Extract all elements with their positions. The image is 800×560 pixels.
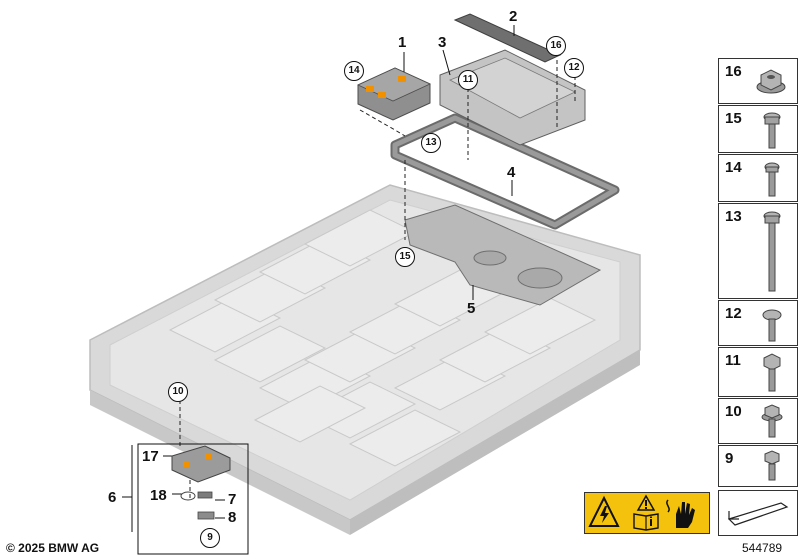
callout-18: 18 xyxy=(150,487,167,504)
circled-callout-13: 13 xyxy=(421,133,441,153)
wedge-symbol-icon xyxy=(727,502,789,526)
fastener-cell-11: 11 xyxy=(718,347,798,397)
control-unit xyxy=(357,67,431,121)
fastener-label-11: 11 xyxy=(725,352,741,369)
circled-callout-16: 16 xyxy=(546,36,566,56)
circled-callout-9: 9 xyxy=(200,528,220,548)
assembly-lines xyxy=(179,60,576,498)
callout-6: 6 xyxy=(108,489,117,506)
electric-hazard-icon xyxy=(588,495,620,527)
circled-callout-14: 14 xyxy=(344,61,364,81)
document-number: 544789 xyxy=(742,541,783,555)
copyright-notice: © 2025 BMW AG xyxy=(6,541,100,555)
fastener-cell-9: 9 xyxy=(718,445,798,487)
flange-nut-icon xyxy=(756,69,786,94)
callout-4: 4 xyxy=(507,164,516,181)
circled-callout-12: 12 xyxy=(564,58,584,78)
fastener-label-14: 14 xyxy=(725,159,742,176)
warning-triangle-icon xyxy=(636,494,656,511)
flange-bolt-icon xyxy=(761,404,783,438)
callout-5: 5 xyxy=(467,300,476,317)
electronics-tray xyxy=(439,49,586,146)
hex-bolt-icon xyxy=(763,353,781,392)
cell-modules xyxy=(168,209,597,467)
detail-box-item-6 xyxy=(137,443,249,555)
fastener-cell-10: 10 xyxy=(718,398,798,444)
fastener-cell-15: 15 xyxy=(718,105,798,153)
circled-callout-11: 11 xyxy=(458,70,478,90)
fastener-cell-16: 16 xyxy=(718,58,798,104)
high-voltage-warning-label xyxy=(584,492,710,534)
washer-screw-icon xyxy=(762,309,782,342)
fastener-cell-13: 13 xyxy=(718,203,798,299)
fastener-label-10: 10 xyxy=(725,403,742,420)
cover-plate xyxy=(404,204,602,306)
fastener-label-15: 15 xyxy=(725,110,742,127)
callout-1: 1 xyxy=(398,34,407,51)
fastener-label-16: 16 xyxy=(725,63,742,80)
bolt-icon xyxy=(763,112,781,149)
callout-17: 17 xyxy=(142,448,159,465)
fastener-label-12: 12 xyxy=(725,305,742,322)
circled-callout-10: 10 xyxy=(168,382,188,402)
callout-2: 2 xyxy=(509,8,518,25)
fastener-cell-14: 14 xyxy=(718,154,798,202)
fastener-cell-12: 12 xyxy=(718,300,798,346)
fastener-label-9: 9 xyxy=(725,450,734,467)
leader-lines xyxy=(122,25,515,532)
support-frame xyxy=(390,113,620,230)
manual-info-icon xyxy=(633,513,659,531)
callout-3: 3 xyxy=(438,34,447,51)
fastener-label-13: 13 xyxy=(725,208,742,225)
short-bolt-icon xyxy=(764,450,780,481)
protective-glove-icon xyxy=(666,499,695,528)
callout-8: 8 xyxy=(228,509,237,526)
fastener-cell-wedge xyxy=(718,490,798,536)
screw-icon xyxy=(764,162,780,197)
callout-7: 7 xyxy=(228,491,237,508)
long-bolt-icon xyxy=(763,211,781,292)
circled-callout-15: 15 xyxy=(395,247,415,267)
